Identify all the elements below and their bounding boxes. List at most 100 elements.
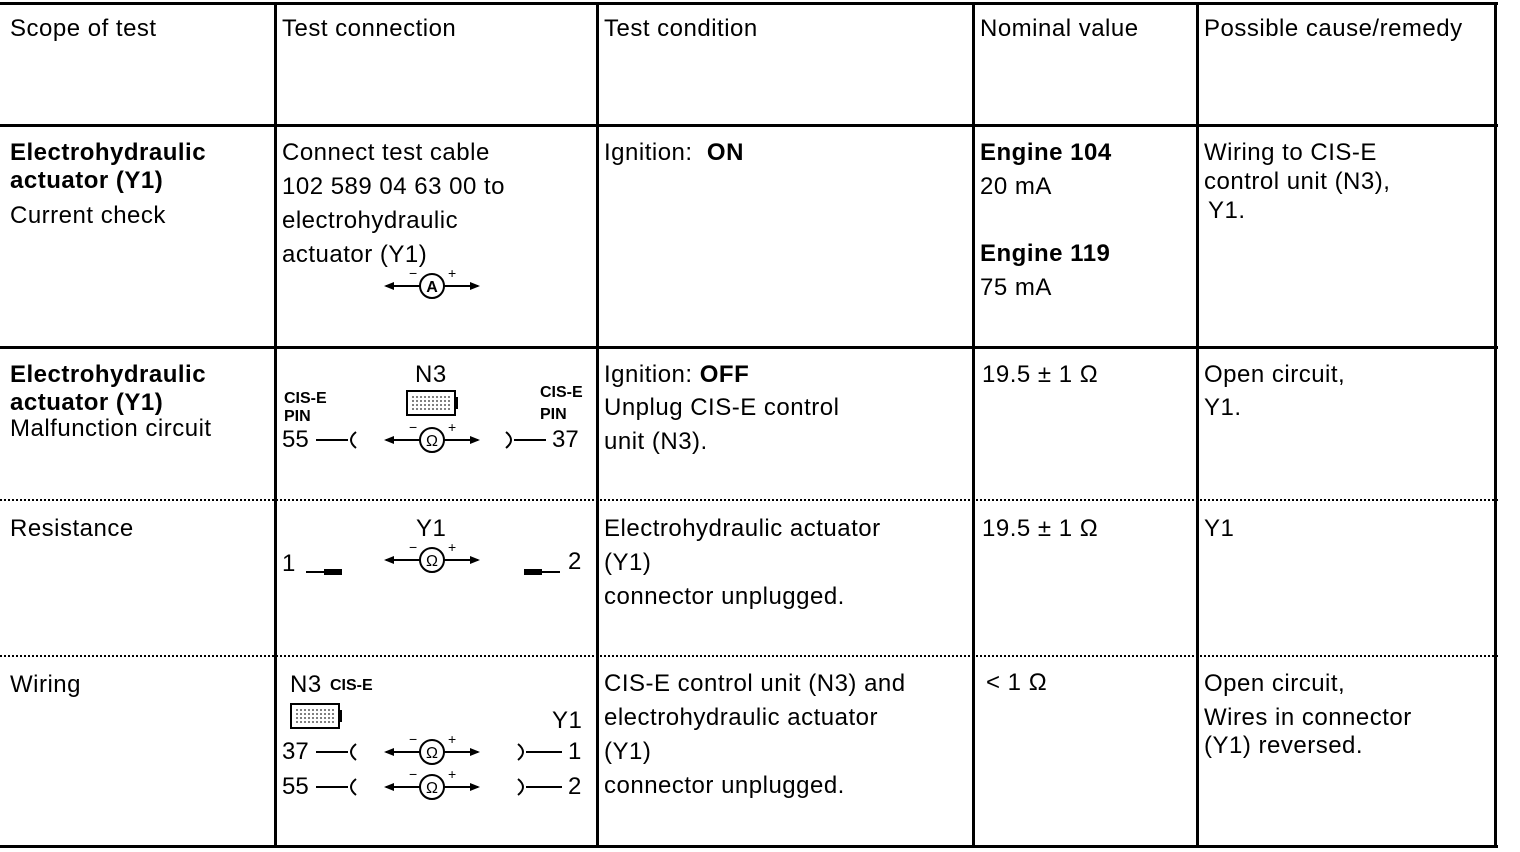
meter-symbol: Ω (426, 745, 438, 762)
meter-symbol: A (426, 279, 438, 296)
dotted-separator (0, 499, 1498, 501)
svg-text:−: − (409, 766, 417, 782)
control-unit-icon (406, 390, 458, 416)
scope-title: actuator (Y1) (10, 167, 164, 194)
meter-symbol: Ω (426, 780, 438, 797)
right-border (1494, 2, 1497, 848)
pin-number: 37 (552, 426, 579, 453)
header-separator (0, 124, 1498, 127)
control-unit-icon (290, 703, 342, 729)
cause-line: Open circuit, (1204, 670, 1346, 697)
engine-value: 20 mA (980, 173, 1052, 200)
nominal-value: 19.5 ± 1 Ω (982, 515, 1099, 542)
condition-line: (Y1) (604, 738, 652, 765)
svg-text:+: + (448, 419, 456, 435)
cause-line: Y1 (1204, 515, 1235, 542)
scope-subtitle: Wiring (10, 671, 82, 698)
scope-subtitle: Malfunction circuit (10, 415, 212, 442)
connector-right-icon (517, 778, 562, 796)
condition-label: Ignition: (604, 139, 693, 166)
ohmmeter-icon: − + Ω (384, 419, 480, 453)
condition-line: connector unplugged. (604, 583, 845, 610)
connection-line: actuator (Y1) (282, 241, 428, 268)
condition-text: Ignition: OFF (604, 358, 749, 392)
header-nominal: Nominal value (980, 15, 1139, 42)
connection-line: 102 589 04 63 00 to (282, 173, 506, 200)
svg-text:−: − (409, 731, 417, 747)
cis-label: CIS-E (330, 677, 373, 694)
connector-left-icon (316, 778, 357, 796)
scope-title: actuator (Y1) (10, 389, 164, 416)
column-divider (596, 2, 599, 848)
condition-line: Electrohydraulic actuator (604, 515, 881, 542)
condition-line: (Y1) (604, 549, 652, 576)
cause-line: Open circuit, (1204, 361, 1346, 388)
condition-line: CIS-E control unit (N3) and (604, 670, 906, 697)
condition-value: OFF (699, 361, 750, 388)
condition-line: electrohydraulic actuator (604, 704, 878, 731)
svg-text:−: − (409, 539, 417, 555)
engine-label: Engine 104 (980, 139, 1112, 166)
condition-line: Unplug CIS-E control (604, 394, 840, 421)
pin-label: PIN (284, 408, 311, 425)
connector-right-icon (505, 431, 546, 449)
column-divider (972, 2, 975, 848)
connector-left-icon (316, 743, 357, 761)
top-border (0, 2, 1498, 5)
header-scope: Scope of test (10, 15, 157, 42)
header-cause: Possible cause/remedy (1204, 15, 1463, 42)
unit-label: N3 (415, 361, 447, 388)
svg-text:+: + (448, 265, 456, 281)
cause-line: Y1. (1208, 197, 1246, 224)
pin-number: 55 (282, 426, 309, 453)
pin-number: 37 (282, 738, 309, 765)
column-divider (274, 2, 277, 848)
condition-label: Ignition: (604, 361, 693, 388)
pin-number: 2 (568, 773, 582, 800)
column-divider (1196, 2, 1199, 848)
ohmmeter-icon: − + Ω (384, 766, 480, 800)
nominal-value: < 1 Ω (986, 669, 1048, 696)
unit-label: Y1 (552, 707, 583, 734)
terminal-right-icon (524, 569, 560, 575)
connector-right-icon (517, 743, 562, 761)
svg-text:−: − (409, 265, 417, 281)
svg-text:+: + (448, 731, 456, 747)
connection-line: electrohydraulic (282, 207, 459, 234)
scope-title: Electrohydraulic (10, 361, 207, 388)
pin-number: 55 (282, 773, 309, 800)
cause-line: (Y1) reversed. (1204, 732, 1364, 759)
meter-symbol: Ω (426, 433, 438, 450)
condition-text: Ignition: ON (604, 136, 744, 170)
condition-line: connector unplugged. (604, 772, 845, 799)
pin-number: 1 (568, 738, 582, 765)
meter-symbol: Ω (426, 553, 438, 570)
row-separator (0, 346, 1498, 349)
svg-text:−: − (409, 419, 417, 435)
ohmmeter-icon: − + Ω (384, 539, 480, 573)
header-condition: Test condition (604, 15, 758, 42)
svg-text:+: + (448, 766, 456, 782)
header-connection: Test connection (282, 15, 457, 42)
pin-label: PIN (540, 406, 567, 423)
cis-label: CIS-E (284, 390, 327, 407)
pin-number: 2 (568, 548, 582, 575)
scope-subtitle: Resistance (10, 515, 134, 542)
cause-line: control unit (N3), (1204, 168, 1391, 195)
nominal-value: 19.5 ± 1 Ω (982, 361, 1099, 388)
scope-subtitle: Current check (10, 202, 166, 229)
cause-line: Y1. (1204, 394, 1242, 421)
connector-left-icon (316, 431, 357, 449)
engine-value: 75 mA (980, 274, 1052, 301)
engine-label: Engine 119 (980, 240, 1111, 267)
cause-line: Wiring to CIS-E (1204, 139, 1377, 166)
pin-number: 1 (282, 550, 296, 577)
cause-line: Wires in connector (1204, 704, 1412, 731)
condition-value: ON (706, 139, 744, 166)
condition-line: unit (N3). (604, 428, 708, 455)
unit-label: Y1 (416, 515, 447, 542)
ohmmeter-icon: − + Ω (384, 731, 480, 765)
dotted-separator (0, 655, 1498, 657)
bottom-border (0, 845, 1498, 848)
unit-label: N3 (290, 671, 322, 698)
